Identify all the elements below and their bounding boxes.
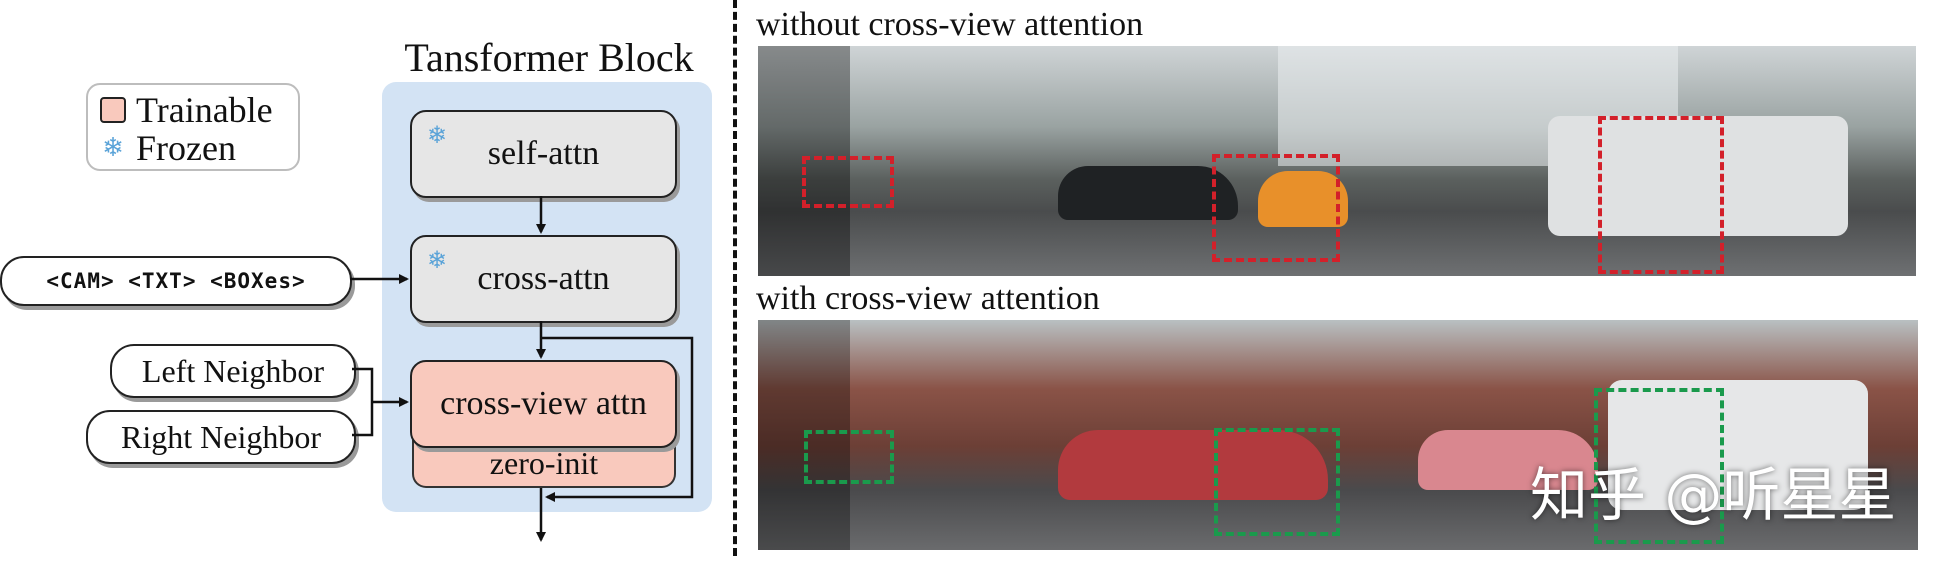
legend-frozen: ❄ Frozen	[100, 127, 236, 169]
self-attn-label: self-attn	[487, 135, 600, 172]
flow-arrows	[350, 196, 694, 542]
conditions-input: <CAM> <TXT> <BOXes>	[0, 256, 352, 306]
highlight-box-red	[802, 156, 894, 208]
transformer-block-title: Tansformer Block	[404, 35, 694, 80]
highlight-box-green	[804, 430, 894, 484]
highlight-box-green	[1594, 388, 1724, 544]
car-shape	[1418, 430, 1598, 490]
legend-trainable: Trainable	[100, 89, 273, 131]
conditions-label: <CAM> <TXT> <BOXes>	[46, 269, 306, 293]
cross-view-attn-module: cross-view attn	[410, 360, 677, 448]
watermark: 知乎 @听星星	[1530, 461, 1897, 529]
bottom-street-image	[758, 320, 1918, 550]
van-shape	[1608, 380, 1868, 510]
legend-trainable-label: Trainable	[136, 90, 273, 130]
section-divider	[733, 0, 737, 556]
zero-init-label: zero-init	[489, 444, 599, 481]
top-panel-label: without cross-view attention	[756, 6, 1144, 43]
residual-skip-arrow	[541, 336, 694, 502]
left-neighbor-label: Left Neighbor	[141, 352, 325, 389]
self-attn-module: ❄ self-attn	[410, 110, 677, 198]
highlight-box-green	[1214, 428, 1340, 536]
left-neighbor-input: Left Neighbor	[110, 344, 356, 398]
bottom-panel-label: with cross-view attention	[756, 280, 1100, 317]
right-neighbor-input: Right Neighbor	[86, 410, 356, 464]
highlight-box-red	[1212, 154, 1340, 262]
cross-view-attn-label: cross-view attn	[440, 385, 647, 422]
cross-attn-module: ❄ cross-attn	[410, 235, 677, 323]
zero-init-layer: zero-init	[412, 440, 676, 488]
cross-attn-label: cross-attn	[477, 260, 610, 297]
top-street-image	[758, 46, 1916, 276]
car-shape	[1058, 166, 1238, 220]
right-neighbor-label: Right Neighbor	[121, 418, 321, 455]
snowflake-icon: ❄	[426, 248, 448, 274]
trainable-swatch	[100, 97, 126, 123]
highlight-box-red	[1598, 116, 1724, 274]
snowflake-icon: ❄	[102, 133, 124, 163]
car-shape	[1058, 430, 1328, 500]
legend-frozen-label: Frozen	[136, 128, 236, 168]
car-shape	[1258, 171, 1348, 227]
snowflake-icon: ❄	[426, 123, 448, 149]
neighbor-merge-bracket	[352, 367, 374, 437]
legend: Trainable ❄ Frozen	[86, 83, 300, 171]
